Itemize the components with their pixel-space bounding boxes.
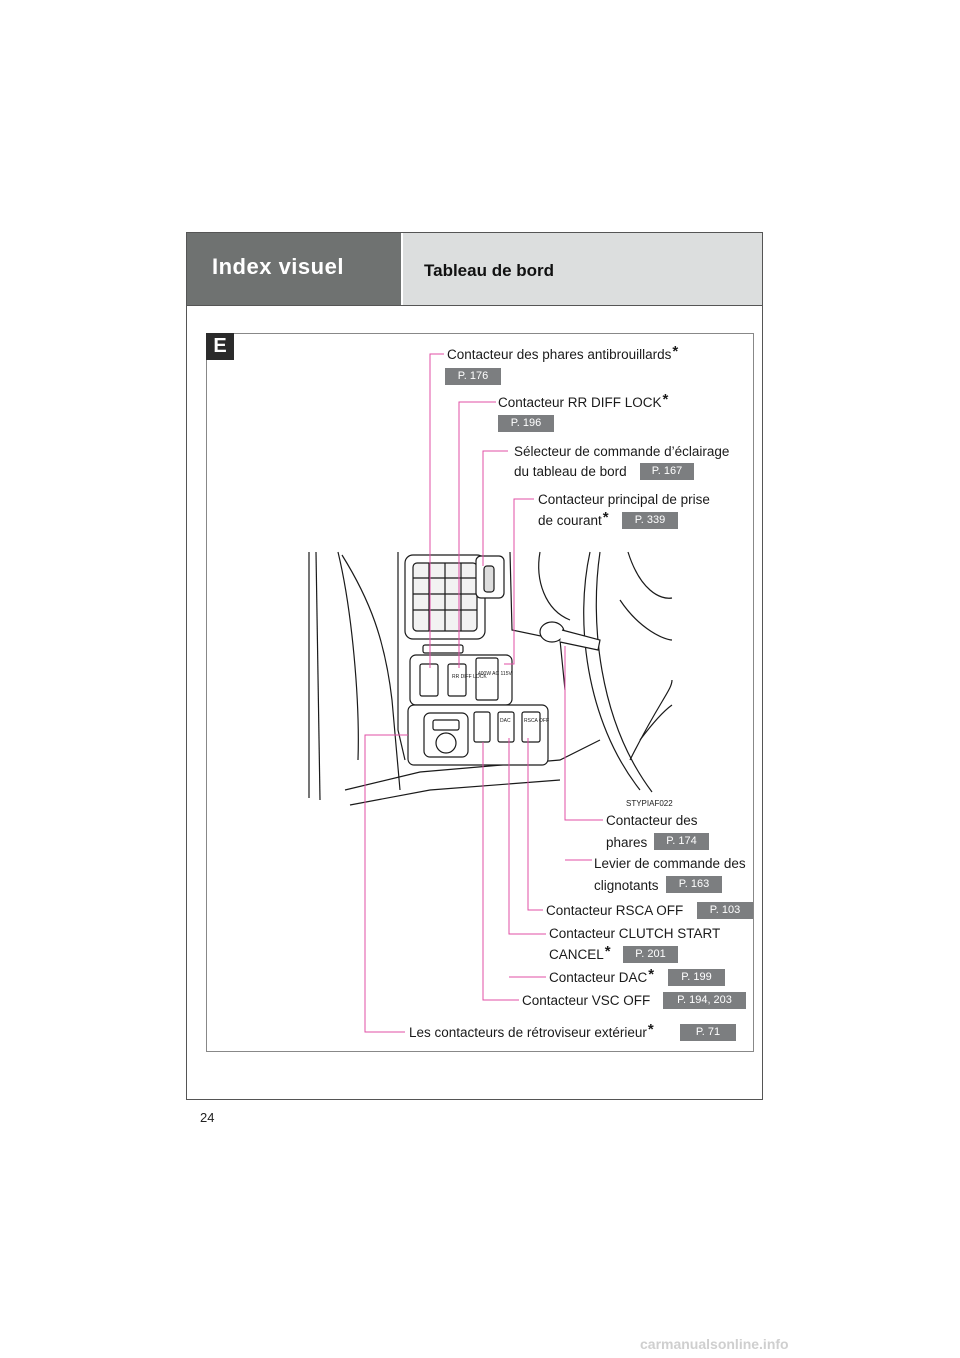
page-frame xyxy=(186,232,763,1100)
ref-headlight-switch[interactable]: P. 174 xyxy=(654,833,709,850)
label-panel-light-control-line2: du tableau de bord xyxy=(514,464,627,479)
ref-turn-signal-lever[interactable]: P. 163 xyxy=(666,876,722,893)
label-rr-diff-lock-switch: Contacteur RR DIFF LOCK* xyxy=(498,391,669,411)
rr-diff-switch-text: RR DIFF LOCK xyxy=(452,674,487,680)
page-number: 24 xyxy=(200,1110,215,1125)
label-rsca-off-switch: Contacteur RSCA OFF xyxy=(546,903,684,918)
watermark: carmanualsonline.info xyxy=(640,1336,789,1352)
label-dac-switch: Contacteur DAC* xyxy=(549,966,655,986)
page-header xyxy=(401,233,762,305)
section-header xyxy=(187,233,401,305)
page-title: Tableau de bord xyxy=(424,261,555,280)
label-headlight-switch-line2: phares xyxy=(606,835,648,850)
label-vsc-off-switch: Contacteur VSC OFF xyxy=(522,993,651,1008)
power-outlet-text: 400W AC 115V xyxy=(478,671,512,677)
illustration-panel xyxy=(206,333,754,1052)
label-fog-light-switch: Contacteur des phares antibrouillards* xyxy=(447,343,679,363)
label-power-outlet-switch-line1: Contacteur principal de prise xyxy=(538,492,710,507)
header-divider xyxy=(187,305,762,306)
panel-badge: E xyxy=(206,333,234,360)
label-clutch-start-cancel-line2: CANCEL* xyxy=(549,943,611,963)
section-title: Index visuel xyxy=(212,254,344,279)
ref-dac-switch[interactable]: P. 199 xyxy=(668,969,725,986)
label-power-outlet-switch-line2: de courant* xyxy=(538,509,609,529)
label-panel-light-control-line1: Sélecteur de commande d’éclairage xyxy=(514,444,730,459)
ref-power-outlet-switch[interactable]: P. 339 xyxy=(622,512,678,529)
ref-clutch-start-cancel[interactable]: P. 201 xyxy=(623,946,678,963)
label-outside-mirror-switches: Les contacteurs de rétroviseur extérieur… xyxy=(409,1021,654,1041)
rsca-switch-text: RSCA OFF xyxy=(524,718,549,724)
label-headlight-switch-line1: Contacteur des xyxy=(606,813,698,828)
dac-switch-text: DAC xyxy=(500,718,511,724)
ref-rsca-off-switch[interactable]: P. 103 xyxy=(697,902,753,919)
ref-fog-light-switch[interactable]: P. 176 xyxy=(445,368,501,385)
label-turn-signal-lever-line1: Levier de commande des xyxy=(594,856,746,871)
figure-code: STYPIAF022 xyxy=(626,799,673,808)
ref-vsc-off-switch[interactable]: P. 194, 203 xyxy=(663,992,746,1009)
ref-panel-light-control[interactable]: P. 167 xyxy=(640,463,694,480)
ref-rr-diff-lock-switch[interactable]: P. 196 xyxy=(498,415,554,432)
ref-outside-mirror-switches[interactable]: P. 71 xyxy=(680,1024,736,1041)
label-clutch-start-cancel-line1: Contacteur CLUTCH START xyxy=(549,926,721,941)
label-turn-signal-lever-line2: clignotants xyxy=(594,878,659,893)
